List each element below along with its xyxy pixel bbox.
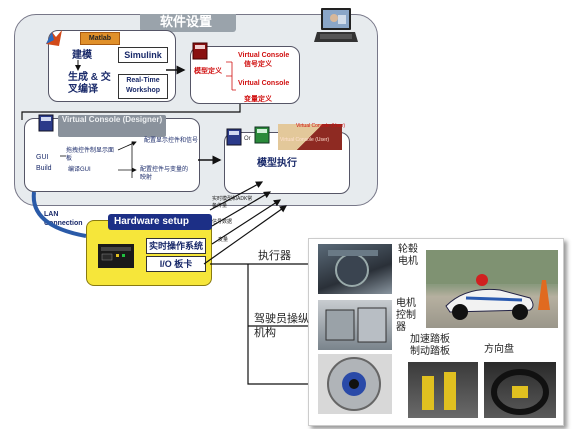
designer-doc-icon xyxy=(38,114,54,132)
model-build-label: 建模 xyxy=(72,50,92,61)
vc-signal-sub: 信号定义 xyxy=(244,61,272,68)
vc-user-title-2: Virtual Console (User) xyxy=(280,137,330,143)
vc-variable-sub: 变量定义 xyxy=(244,96,272,103)
vc-variable-title: Virtual Console xyxy=(238,80,290,87)
lan-connection-label: LAN Connection xyxy=(44,210,84,228)
variables-label: 变量 xyxy=(218,237,229,243)
software-setup-title-bar xyxy=(140,14,236,32)
hardware-setup-header xyxy=(108,214,212,230)
user-doc-icon xyxy=(226,128,242,146)
hub-motor-label: 轮毂电机 xyxy=(398,244,420,268)
gen-compile-label: 生成 & 交叉编译 xyxy=(68,72,116,96)
motor-ctrl-label: 电机控制器 xyxy=(396,298,420,334)
gui-build-text: GUI Build xyxy=(36,154,52,172)
matlab-label: Matlab xyxy=(80,32,120,45)
pedals-label: 加速踏板制动踏板 xyxy=(410,334,452,358)
designer-title: Virtual Console (Designer) xyxy=(60,115,164,125)
vc-definition-panel xyxy=(190,46,300,104)
driver-mech-label: 驾驶员操纵机构 xyxy=(254,312,310,340)
actuator-label: 执行器 xyxy=(258,250,291,262)
vc-user-banner xyxy=(278,124,342,150)
hardware-setup-title: Hardware setup xyxy=(114,216,190,227)
rtw-box: Real-Time Workshop xyxy=(118,74,168,99)
compile-gui-label: 编译GUI xyxy=(68,167,91,173)
brake-disc-photo xyxy=(318,354,392,414)
laptop-icon xyxy=(314,6,358,46)
rt-model-text: 实时模型和ADK常备传量 xyxy=(212,196,253,209)
hardware-box-icon xyxy=(96,240,136,272)
vc-signal-title: Virtual Console xyxy=(238,52,290,59)
motor-ctrl-text: 电机控制器 xyxy=(396,298,416,333)
gen-compile-text: 生成 & 交叉编译 xyxy=(68,72,111,95)
lan-connection-text: LAN Connection xyxy=(44,211,83,227)
drag-controls-label: 拖拽控件制显示面板 xyxy=(66,147,114,163)
config-display-label: 配置显示控件和信号 xyxy=(144,138,199,144)
designer-title-text: Virtual Console (Designer) xyxy=(61,115,163,124)
motor-controller-photo xyxy=(318,300,392,350)
rtw-text: Real-Time Workshop xyxy=(125,77,161,94)
model-exec-label: 模型执行 xyxy=(257,158,297,169)
pedals-text: 加速踏板制动踏板 xyxy=(410,334,450,357)
driver-mech-text: 驾驶员操纵机构 xyxy=(254,313,309,339)
hub-motor-photo xyxy=(318,244,392,294)
vc-model-def-label: 模型定义 xyxy=(194,68,222,75)
vc-user-title: Virtual Console (User) xyxy=(296,123,346,129)
race-car-photo xyxy=(426,250,558,328)
software-setup-title: 软件设置 xyxy=(160,14,213,29)
signal-data-label: 信号数据 xyxy=(212,219,233,225)
config-vars-label: 配置控件与变量的映射 xyxy=(140,166,192,182)
steering-photo xyxy=(484,362,556,418)
hub-motor-text: 轮毂电机 xyxy=(398,244,418,267)
user-doc-green-icon xyxy=(254,126,270,144)
or-label: Or xyxy=(244,136,251,142)
vc-doc-icon xyxy=(192,42,208,60)
rt-model-label: 实时模型和ADK常备传量 xyxy=(212,196,256,210)
steering-label: 方向盘 xyxy=(484,344,514,355)
gui-build-label: GUI Build xyxy=(36,152,56,174)
designer-title-bar xyxy=(58,115,166,137)
drag-controls-text: 拖拽控件制显示面板 xyxy=(66,148,115,162)
io-card-box: I/O 板卡 xyxy=(146,256,206,272)
rtos-box: 实时操作系统 xyxy=(146,238,206,254)
config-vars-text: 配置控件与变量的映射 xyxy=(140,167,189,181)
simulink-box: Simulink xyxy=(118,47,168,63)
matlab-logo-icon xyxy=(44,28,64,48)
pedals-photo xyxy=(408,362,478,418)
